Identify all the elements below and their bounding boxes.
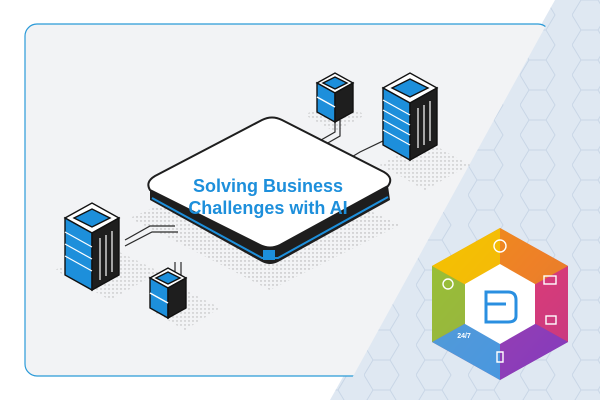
- thumbs-up-icon: [496, 351, 504, 363]
- availability-label: 24/7: [457, 333, 471, 340]
- gear-icon: [493, 239, 507, 253]
- brand-logo-icon: [484, 290, 518, 324]
- server-large-right: [381, 72, 439, 162]
- org-chart-icon: [545, 315, 557, 325]
- people-icon: [442, 278, 454, 290]
- server-small-top: [315, 72, 355, 124]
- server-large-left: [63, 202, 121, 292]
- hero-title-line2: Challenges with AI: [188, 198, 347, 218]
- brand-badge: 24/7: [432, 228, 568, 380]
- hero-title-line1: Solving Business: [193, 176, 343, 196]
- ticket-icon: [543, 275, 557, 285]
- central-platform: [147, 116, 392, 264]
- server-small-bottom: [148, 267, 188, 320]
